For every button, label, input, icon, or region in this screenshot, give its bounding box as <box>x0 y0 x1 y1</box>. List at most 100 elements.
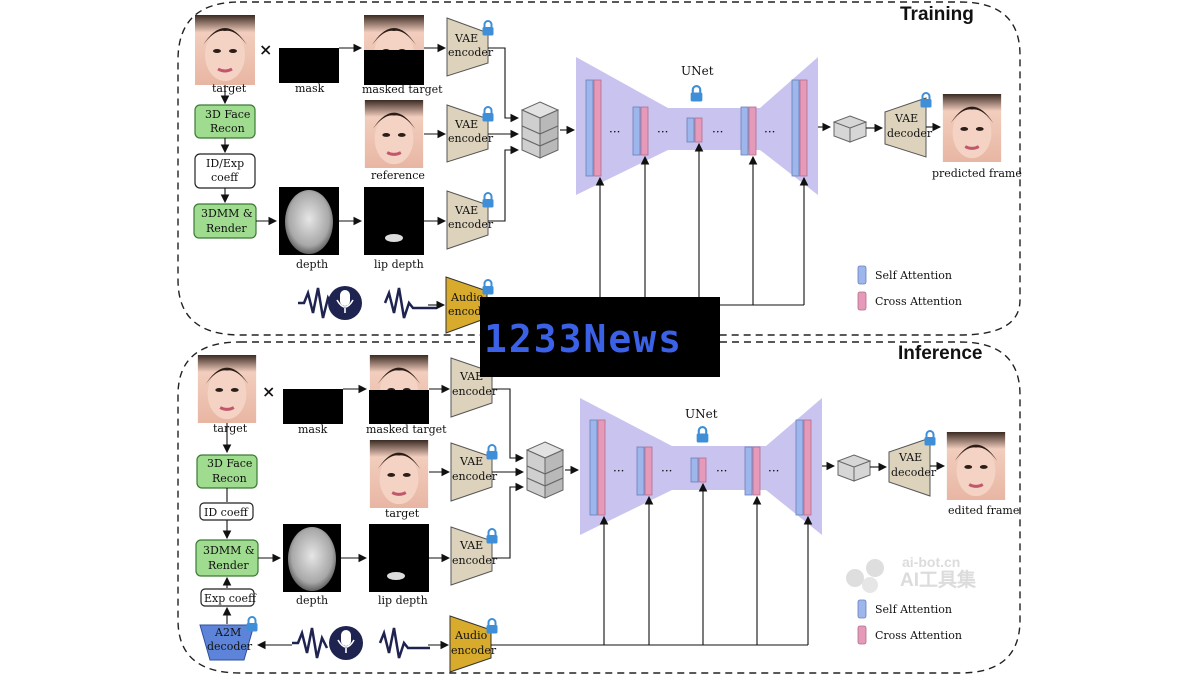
inference-face-recon-text-1: 3D Face <box>207 457 252 470</box>
vae-encoder-2-text-2: encoder <box>448 132 494 145</box>
render-text-1: 3DMM & <box>201 207 253 220</box>
cross-attention-bar <box>799 79 808 177</box>
inference-legend-self-label: Self Attention <box>875 603 952 616</box>
lock-icon <box>482 20 494 36</box>
a2m-decoder <box>199 624 255 661</box>
inference-legend-cross-swatch <box>857 625 867 645</box>
lock-icon <box>486 444 498 460</box>
audio-waveform <box>298 287 437 319</box>
watermark-brand: AI工具集 <box>900 568 977 591</box>
lip-depth-image <box>364 187 424 255</box>
reference-face-image <box>364 100 424 168</box>
cross-attention-bar <box>748 106 757 156</box>
inference-mask-label: mask <box>298 423 328 436</box>
inference-vae-encoder-3-text-2: encoder <box>452 554 498 567</box>
masked-target-label: masked target <box>362 83 443 96</box>
inference-lip-depth-label: lip depth <box>378 594 428 607</box>
inference-vae-encoder-2-text-2: encoder <box>452 470 498 483</box>
legend-cross-label: Cross Attention <box>875 295 962 308</box>
lock-icon <box>482 279 494 295</box>
news-banner-text: 1233News <box>484 317 683 361</box>
inference-vae-encoder-1-text-1: VAE <box>459 370 483 383</box>
ellipsis: ··· <box>609 125 620 139</box>
self-attention-bar <box>740 106 749 156</box>
watermark-site: ai-bot.cn <box>902 554 960 570</box>
cross-attention-bar <box>597 419 606 516</box>
inference-legend-self-swatch <box>857 599 867 619</box>
cross-attention-bar <box>752 446 761 496</box>
site-watermark: ai-bot.cn AI工具集 <box>846 554 977 593</box>
training-title: Training <box>900 4 974 25</box>
face-recon-text-2: Recon <box>210 122 245 135</box>
vae-encoder-1 <box>446 17 489 77</box>
target-label: target <box>212 82 247 95</box>
latent-concat-icon <box>521 101 559 159</box>
mask-image <box>279 48 339 83</box>
inference-vae-encoder-3 <box>450 526 493 586</box>
news-banner <box>480 297 720 377</box>
inference-vae-encoder-3-text-1: VAE <box>459 539 483 552</box>
training-panel: Training target × mask masked target ref… <box>177 1 1022 336</box>
legend-self-swatch <box>857 265 867 285</box>
self-attention-bar <box>585 79 594 177</box>
ellipsis: ··· <box>712 125 723 139</box>
inference-vae-encoder-2 <box>450 442 493 502</box>
id-coeff-text: ID coeff <box>204 506 249 519</box>
inference-reference-label: target <box>385 507 420 520</box>
lock-icon <box>486 618 498 634</box>
vae-encoder-1-text-2: encoder <box>448 46 494 59</box>
audio-encoder-text-1: Audio <box>450 291 484 304</box>
legend-cross-swatch <box>857 291 867 311</box>
ellipsis: ··· <box>661 464 672 478</box>
inference-unet-label: UNet <box>685 407 718 421</box>
self-attention-bar <box>690 457 699 483</box>
inference-lip-depth-image <box>369 524 429 592</box>
predicted-frame-image <box>942 94 1002 162</box>
a2m-decoder-text-1: A2M <box>214 626 241 639</box>
inference-face-recon-text-2: Recon <box>212 472 247 485</box>
self-attention-bar <box>632 106 641 156</box>
predicted-frame-label: predicted frame <box>932 167 1022 180</box>
self-attention-bar <box>686 117 695 143</box>
inference-audio-encoder-text-2: encoder <box>451 644 497 657</box>
vae-encoder-2-text-1: VAE <box>454 118 478 131</box>
latent-output-icon <box>832 115 868 143</box>
depth-label: depth <box>296 258 328 271</box>
cross-attention-bar <box>593 79 602 177</box>
cross-attention-bar <box>694 117 703 143</box>
vae-encoder-3-text-1: VAE <box>454 204 478 217</box>
masked-region <box>364 50 424 85</box>
inference-mask-image <box>283 389 343 424</box>
cross-attention-bar <box>644 446 653 496</box>
id-exp-text-2: coeff <box>211 171 239 184</box>
cross-attention-bar <box>698 457 707 483</box>
inference-masked-target-label: masked target <box>366 423 447 436</box>
reference-label: reference <box>371 169 425 182</box>
inference-target-label: target <box>213 422 248 435</box>
inference-audio-waveform <box>292 627 430 659</box>
a2m-decoder-text-2: decoder <box>207 640 253 653</box>
cross-attention-bar <box>640 106 649 156</box>
vae-decoder <box>884 97 927 158</box>
unlock-icon <box>690 85 703 102</box>
lip-depth-label: lip depth <box>374 258 424 271</box>
multiply-icon: × <box>262 382 275 401</box>
inference-panel: Inference target × mask masked target ta… <box>177 341 1021 674</box>
multiply-icon: × <box>259 40 272 59</box>
edited-frame-image <box>946 432 1006 500</box>
legend-self-label: Self Attention <box>875 269 952 282</box>
inference-vae-decoder <box>888 437 931 497</box>
target-face-image <box>195 15 255 85</box>
inference-render-text-2: Render <box>208 559 249 572</box>
lock-icon <box>486 528 498 544</box>
ellipsis: ··· <box>657 125 668 139</box>
mask-label: mask <box>295 82 325 95</box>
lock-icon <box>482 106 494 122</box>
inference-frame <box>177 341 1021 674</box>
vae-encoder-2 <box>446 104 489 163</box>
self-attention-bar <box>589 419 598 516</box>
inference-vae-encoder-1-text-2: encoder <box>452 385 498 398</box>
inference-legend-cross-label: Cross Attention <box>875 629 962 642</box>
inference-vae-decoder-text-2: decoder <box>891 466 937 479</box>
edited-frame-label: edited frame <box>948 504 1019 517</box>
